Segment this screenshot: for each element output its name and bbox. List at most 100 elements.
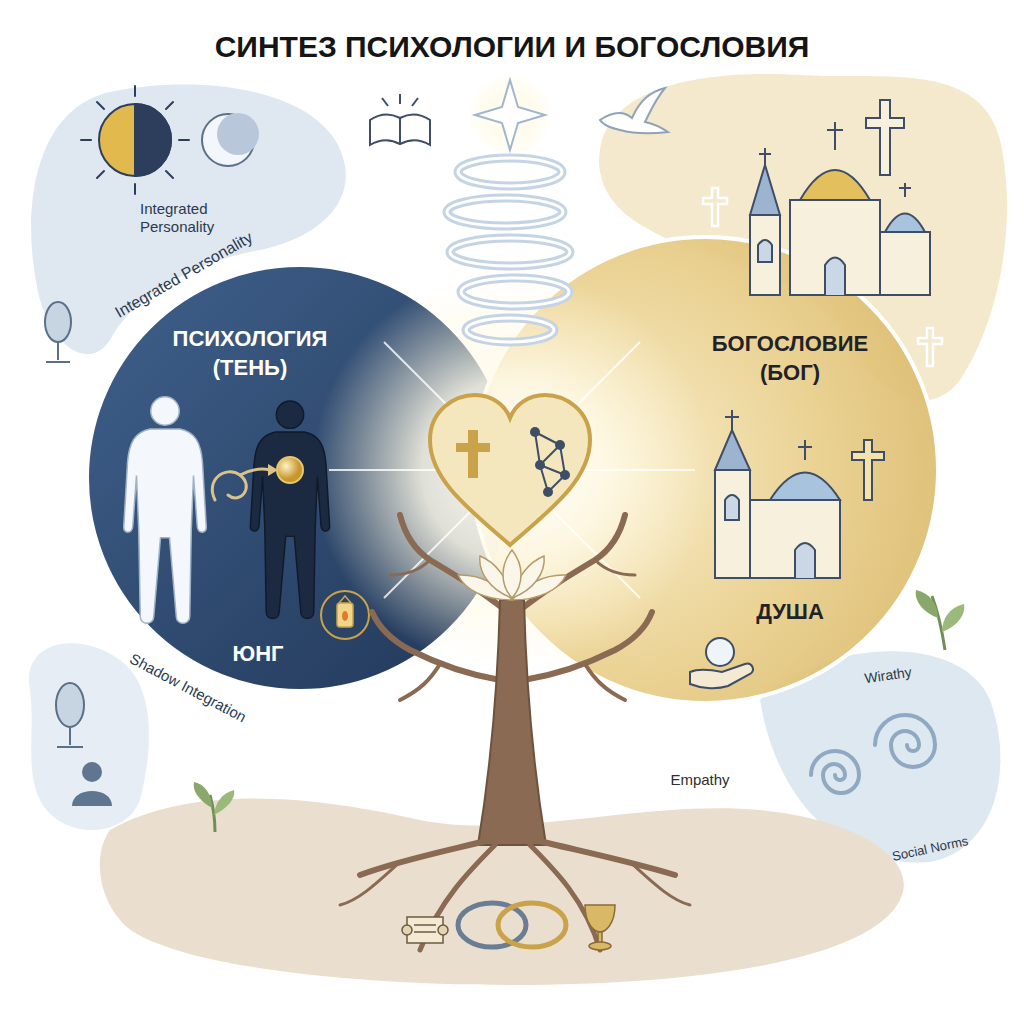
person-silhouette <box>72 791 112 806</box>
cathedral-group <box>800 170 870 200</box>
cross-icon <box>866 100 904 175</box>
chalice-icon <box>585 905 615 950</box>
sun-icon <box>97 171 104 178</box>
lotus-flower <box>503 550 521 598</box>
label-holder: Integrated Personality <box>112 228 256 321</box>
lantern-icon <box>337 603 353 627</box>
lotus-flower <box>458 550 566 600</box>
spiral-ribbon <box>447 158 570 342</box>
heart-symbol <box>430 395 590 545</box>
tree <box>340 862 400 905</box>
circle-subheading: ЮНГ <box>232 640 283 669</box>
sun-icon <box>97 102 104 109</box>
sun-icon <box>81 139 91 141</box>
lantern-icon <box>321 591 369 639</box>
text-holder: ПСИХОЛОГИЯ (ТЕНЬ) <box>153 325 347 382</box>
lantern-icon <box>342 611 348 621</box>
figure-shadow <box>277 457 303 483</box>
hand-orb <box>706 638 734 666</box>
leaf-plant <box>942 604 964 632</box>
center-glow <box>572 469 695 471</box>
figure-light <box>124 397 207 624</box>
spiral-ribbon <box>447 158 570 342</box>
sprout-icon <box>194 782 212 808</box>
title-holder: СИНТЕЗ ПСИХОЛОГИИ И БОГОСЛОВИЯ <box>0 30 1024 64</box>
cathedral-group <box>759 153 771 155</box>
sun-icon <box>134 184 136 194</box>
scroll-icon <box>402 917 448 943</box>
spiral-ribbon <box>458 158 562 186</box>
mirror-icon <box>46 361 70 363</box>
scroll-icon <box>414 931 436 933</box>
tree <box>400 664 440 700</box>
leaf-plant <box>916 590 965 650</box>
circle-subheading: ДУША <box>756 598 824 627</box>
book-icon <box>370 114 430 145</box>
moon-icon <box>202 113 259 166</box>
leaf-plant <box>916 590 938 618</box>
person-silhouette <box>82 762 102 782</box>
dove-icon <box>600 88 668 133</box>
spiral-arrow <box>240 469 270 475</box>
circle-heading: ПСИХОЛОГИЯ (ТЕНЬ) <box>153 325 347 382</box>
cathedral-group <box>750 165 780 215</box>
person-silhouette <box>72 762 112 806</box>
mist-blob <box>29 643 149 830</box>
cathedral-group <box>834 122 836 150</box>
tree <box>585 664 625 700</box>
spiral-arrow <box>212 464 278 500</box>
spiral-ribbon <box>450 238 570 266</box>
church-icon <box>731 410 733 430</box>
tree <box>630 862 690 905</box>
text-holder: БОГОСЛОВИЕ (БОГ) <box>688 330 892 387</box>
figure-shadow <box>250 401 329 618</box>
cross-icon <box>703 188 942 366</box>
mirror-icon <box>56 683 84 747</box>
dove-icon <box>600 88 668 133</box>
moon-icon <box>217 113 259 155</box>
scroll-icon <box>438 925 448 935</box>
figure-light <box>124 397 207 624</box>
mist-blob <box>29 643 149 830</box>
cathedral-group <box>827 129 843 131</box>
circle-heading: БОГОСЛОВИЕ (БОГ) <box>688 330 892 387</box>
sun-icon <box>99 104 171 176</box>
cathedral-group <box>904 183 906 197</box>
cathedral-group <box>758 240 772 262</box>
concept-label: Social Norms <box>891 833 970 864</box>
concept-label: Wirathy <box>863 664 912 686</box>
book-icon <box>399 118 401 144</box>
celtic-knot <box>458 903 526 947</box>
star-icon <box>468 73 552 157</box>
swirl-waves <box>875 715 935 767</box>
note-label: Integrated Personality <box>140 200 254 236</box>
church-icon <box>750 500 840 578</box>
diagram-title: СИНТЕЗ ПСИХОЛОГИИ И БОГОСЛОВИЯ <box>215 30 810 64</box>
church-icon <box>798 446 812 448</box>
book-icon <box>412 98 418 106</box>
figure-shadow <box>276 401 303 428</box>
chalice-icon <box>589 942 611 950</box>
label-holder: Empathy <box>670 771 729 789</box>
cross-icon <box>703 188 727 226</box>
heart-symbol <box>535 432 540 465</box>
church-icon <box>725 495 739 520</box>
tree <box>535 840 675 875</box>
celtic-knot <box>498 903 566 947</box>
label-holder: Wirathy <box>863 663 912 687</box>
arc-label: Integrated Personality <box>112 228 256 321</box>
sun-icon <box>135 104 171 176</box>
label-holder: Integrated Personality <box>140 200 254 236</box>
book-icon <box>399 94 401 104</box>
mirror-icon <box>57 746 83 748</box>
tree <box>390 560 430 575</box>
text-holder: ДУША <box>740 598 840 627</box>
heart-symbol <box>535 432 565 492</box>
scroll-icon <box>414 924 436 926</box>
book-icon <box>382 98 388 106</box>
tree <box>340 515 690 950</box>
celtic-knot <box>458 903 566 947</box>
sun-icon <box>179 139 189 141</box>
